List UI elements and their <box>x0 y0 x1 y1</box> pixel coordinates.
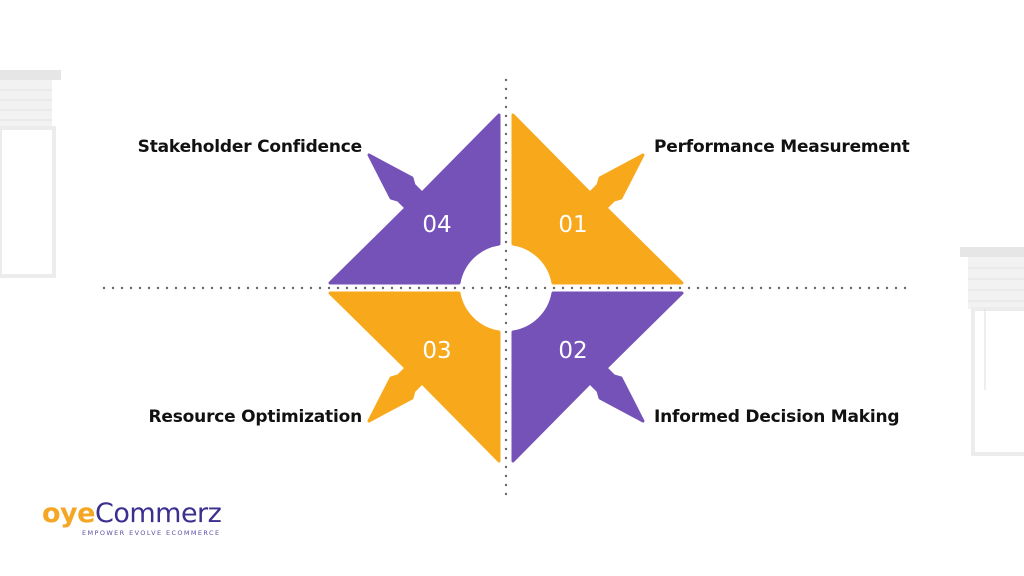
segment-03: 03 <box>328 291 501 463</box>
brand-name-text: Commerz <box>94 498 222 529</box>
segment-01-number: 01 <box>558 212 587 238</box>
segment-01-shape <box>511 113 684 285</box>
segment-02: 02 <box>511 291 684 463</box>
brand-tagline: EMPOWER EVOLVE ECOMMERCE <box>82 529 221 537</box>
segment-01: 01 <box>511 113 684 285</box>
label-resource-optimization: Resource Optimization <box>148 407 363 427</box>
segment-02-number: 02 <box>558 338 587 364</box>
segment-02-shape <box>511 291 684 463</box>
label-stakeholder-confidence: Stakeholder Confidence <box>137 137 363 157</box>
segment-04-shape <box>328 113 501 285</box>
segment-03-number: 03 <box>422 338 451 364</box>
label-informed-decision-making: Informed Decision Making <box>654 407 900 427</box>
brand-wordmark: oyeCommerz <box>42 498 222 529</box>
brand-accent-text: oye <box>42 498 95 529</box>
segment-03-shape <box>328 291 501 463</box>
window-blind-right <box>960 247 1024 456</box>
segment-04-number: 04 <box>422 212 451 238</box>
brand-logo: oyeCommerz EMPOWER EVOLVE ECOMMERCE <box>42 498 222 538</box>
label-performance-measurement: Performance Measurement <box>654 137 910 157</box>
segment-04: 04 <box>328 113 501 285</box>
window-blind-left <box>0 70 61 278</box>
